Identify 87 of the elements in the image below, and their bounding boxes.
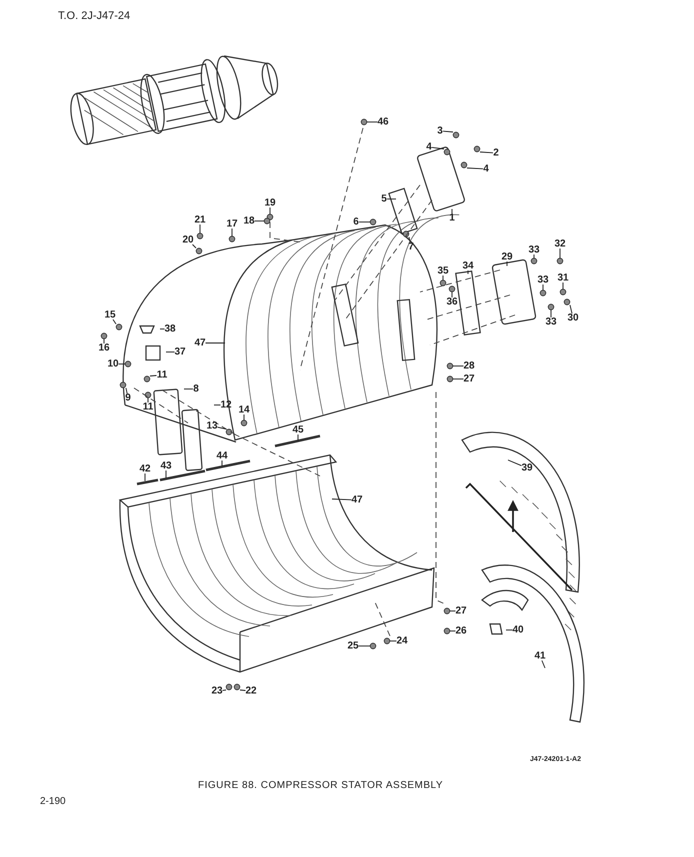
leader-line xyxy=(240,690,246,691)
leader-line xyxy=(562,282,564,290)
leader-line xyxy=(192,244,196,248)
callout-number: 22 xyxy=(245,686,257,696)
callout-number: 4 xyxy=(426,142,432,152)
callout-number: 8 xyxy=(193,384,199,394)
callout-number: 3 xyxy=(437,126,443,136)
leader-line xyxy=(222,690,226,691)
leader-line xyxy=(550,310,552,318)
callout-number: 18 xyxy=(243,216,255,226)
callout-number: 37 xyxy=(174,346,186,358)
callout-number: 19 xyxy=(264,198,276,208)
callout-number: 38 xyxy=(164,324,176,334)
leader-line xyxy=(570,304,572,314)
callout-number: 33 xyxy=(545,316,557,328)
leader-line xyxy=(150,375,157,376)
callout-number: 36 xyxy=(446,296,458,308)
leader-line xyxy=(450,610,456,612)
callout-number: 6 xyxy=(353,216,359,228)
callout-number: 33 xyxy=(528,244,540,256)
callout-number: 28 xyxy=(463,360,475,372)
leader-line xyxy=(452,378,464,380)
callout-number: 43 xyxy=(160,460,172,472)
callout-number: 21 xyxy=(194,214,206,226)
callout-number: 24 xyxy=(396,636,408,646)
leader-line xyxy=(184,388,194,390)
leader-line xyxy=(508,460,522,466)
figure-caption: FIGURE 88. COMPRESSOR STATOR ASSEMBLY xyxy=(198,780,444,791)
leader-line xyxy=(214,404,221,406)
callout-number: 14 xyxy=(238,404,250,416)
callout-number: 33 xyxy=(537,274,549,286)
leader-line xyxy=(442,275,444,280)
callout-number: 4 xyxy=(483,164,489,174)
callout-number: 41 xyxy=(534,650,546,662)
leader-line xyxy=(450,630,456,632)
callout-number: 31 xyxy=(557,272,569,284)
callout-number: 20 xyxy=(182,234,194,246)
header-text: T.O. 2J-J47-24 xyxy=(58,10,130,22)
callout-number: 44 xyxy=(216,450,228,462)
leader-line xyxy=(442,130,454,132)
leader-line xyxy=(506,261,508,266)
callout-number: 9 xyxy=(125,392,131,404)
callout-number: 16 xyxy=(98,342,110,354)
leader-line xyxy=(408,236,411,243)
callout-number: 39 xyxy=(521,462,533,474)
callout-number: 25 xyxy=(347,640,359,652)
callout-number: 17 xyxy=(226,218,238,230)
leader-line xyxy=(160,328,165,330)
page-number: 2-190 xyxy=(40,796,66,807)
leader-line xyxy=(542,284,544,290)
callout-number: 29 xyxy=(501,252,513,262)
callout-number: 47 xyxy=(194,338,206,348)
callout-number: 10 xyxy=(107,358,119,370)
callout-number: 13 xyxy=(206,420,218,432)
callout-number: 47 xyxy=(351,494,363,506)
leader-line xyxy=(205,342,226,344)
callout-number: 23 xyxy=(211,686,223,696)
leader-line xyxy=(144,473,146,482)
callout-number: 26 xyxy=(455,626,467,636)
callout-number: 32 xyxy=(554,238,566,250)
leader-line xyxy=(254,220,264,222)
callout-number: 11 xyxy=(156,370,168,380)
leader-line xyxy=(386,198,396,200)
callout-number: 30 xyxy=(567,312,579,324)
callout-number: 2 xyxy=(493,148,499,158)
callout-number: 42 xyxy=(139,464,151,474)
callout-number: 45 xyxy=(292,424,304,436)
leader-line xyxy=(332,498,352,500)
leader-line xyxy=(466,168,484,170)
callout-number: 1 xyxy=(449,212,455,224)
leader-line xyxy=(217,426,226,430)
callout-number: 27 xyxy=(455,606,467,616)
callout-number: 15 xyxy=(104,310,116,320)
callout-number: 35 xyxy=(437,266,449,276)
leader-line xyxy=(126,388,128,394)
callout-number: 27 xyxy=(463,374,475,384)
callout-number: 46 xyxy=(377,116,389,128)
leader-line xyxy=(390,640,397,642)
callout-number: 7 xyxy=(408,242,414,252)
leader-line xyxy=(541,660,546,668)
callout-number: 11 xyxy=(142,402,154,412)
leader-line xyxy=(112,319,116,324)
callout-number: 40 xyxy=(512,624,524,636)
callout-number: 34 xyxy=(462,260,474,272)
leader-line xyxy=(480,152,494,154)
leader-line xyxy=(432,146,444,150)
callout-number: 5 xyxy=(381,194,387,204)
